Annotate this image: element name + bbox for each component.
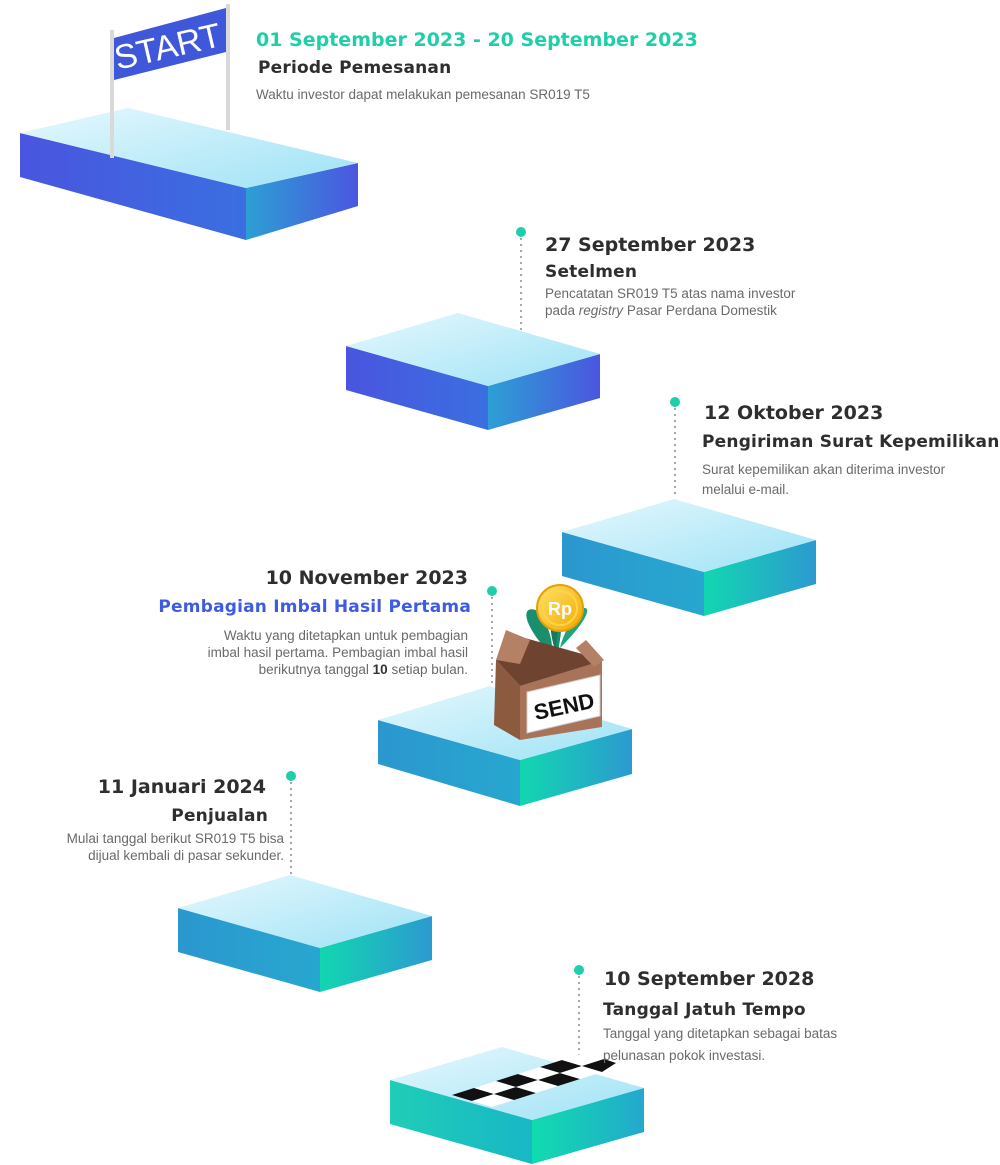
coin-label: Rp — [548, 599, 572, 619]
step-2-desc-line2: pada registry Pasar Perdana Domestik — [545, 302, 795, 319]
connector-5 — [286, 771, 296, 876]
step-5-desc-line1: Mulai tanggal berikut SR019 T5 bisa — [66, 831, 284, 846]
step-1-desc: Waktu investor dapat melakukan pemesanan… — [256, 87, 590, 102]
step-dot-6 — [574, 965, 584, 975]
step-4-desc-text: berikutnya tanggal — [258, 662, 373, 677]
step-4-title: Pembagian Imbal Hasil Pertama — [158, 597, 471, 617]
platform-3 — [562, 499, 816, 616]
step-5-desc-line2: dijual kembali di pasar sekunder. — [88, 848, 284, 863]
step-3-desc-line1: Surat kepemilikan akan diterima investor — [702, 462, 946, 477]
step-6-desc-line1: Tanggal yang ditetapkan sebagai batas — [603, 1026, 838, 1041]
platform-2 — [346, 313, 600, 430]
step-6-desc-line2: pelunasan pokok investasi. — [603, 1048, 766, 1063]
step-2-desc-emphasis: registry — [578, 303, 624, 318]
coin-icon: Rp — [536, 584, 584, 632]
step-3-desc: Surat kepemilikan akan diterima investor… — [702, 461, 945, 498]
send-box: Rp SEND — [494, 584, 604, 740]
step-4-desc-bold: 10 — [372, 662, 388, 677]
step-6-desc: Tanggal yang ditetapkan sebagai batas pe… — [603, 1025, 837, 1064]
step-4-desc-text-end: setiap bulan. — [387, 662, 468, 677]
step-3-desc-line2: melalui e-mail. — [702, 482, 790, 497]
step-1-title: Periode Pemesanan — [258, 58, 452, 78]
connector-6 — [574, 965, 584, 1068]
step-2-desc-text-end: Pasar Perdana Domestik — [623, 303, 777, 318]
step-2-title: Setelmen — [545, 262, 638, 282]
step-5-desc: Mulai tanggal berikut SR019 T5 bisa diju… — [24, 830, 284, 864]
step-5-date: 11 Januari 2024 — [97, 776, 266, 798]
finish-line-icon — [452, 1053, 616, 1107]
step-4-desc-line2: imbal hasil pertama. Pembagian imbal has… — [207, 645, 468, 660]
step-dot-3 — [670, 397, 680, 407]
connector-2 — [516, 227, 526, 330]
step-dot-4 — [487, 586, 497, 596]
step-5-title: Penjualan — [171, 806, 268, 826]
step-4-date: 10 November 2023 — [265, 567, 468, 589]
platform-5 — [178, 875, 432, 992]
step-3-date: 12 Oktober 2023 — [704, 402, 884, 424]
step-4-desc-line1: Waktu yang ditetapkan untuk pembagian — [223, 628, 468, 643]
start-banner — [114, 8, 226, 80]
step-dot-5 — [286, 771, 296, 781]
step-6-title: Tanggal Jatuh Tempo — [603, 1000, 806, 1020]
step-4-desc: Waktu yang ditetapkan untuk pembagian im… — [168, 627, 468, 678]
step-1-date: 01 September 2023 - 20 September 2023 — [256, 29, 698, 51]
platform-1 — [20, 108, 358, 240]
step-6-date: 10 September 2028 — [604, 968, 815, 990]
connector-3 — [670, 397, 680, 498]
step-3-title: Pengiriman Surat Kepemilikan — [702, 432, 1000, 452]
connector-4 — [487, 586, 497, 700]
platform-6 — [390, 1047, 644, 1164]
step-2-desc-text: pada — [545, 303, 579, 318]
step-2-desc: Pencatatan SR019 T5 atas nama investor p… — [545, 285, 795, 319]
step-2-date: 27 September 2023 — [545, 234, 756, 256]
step-2-desc-line1: Pencatatan SR019 T5 atas nama investor — [545, 286, 796, 301]
step-4-desc-line3: berikutnya tanggal 10 setiap bulan. — [168, 661, 468, 678]
step-dot-2 — [516, 227, 526, 237]
